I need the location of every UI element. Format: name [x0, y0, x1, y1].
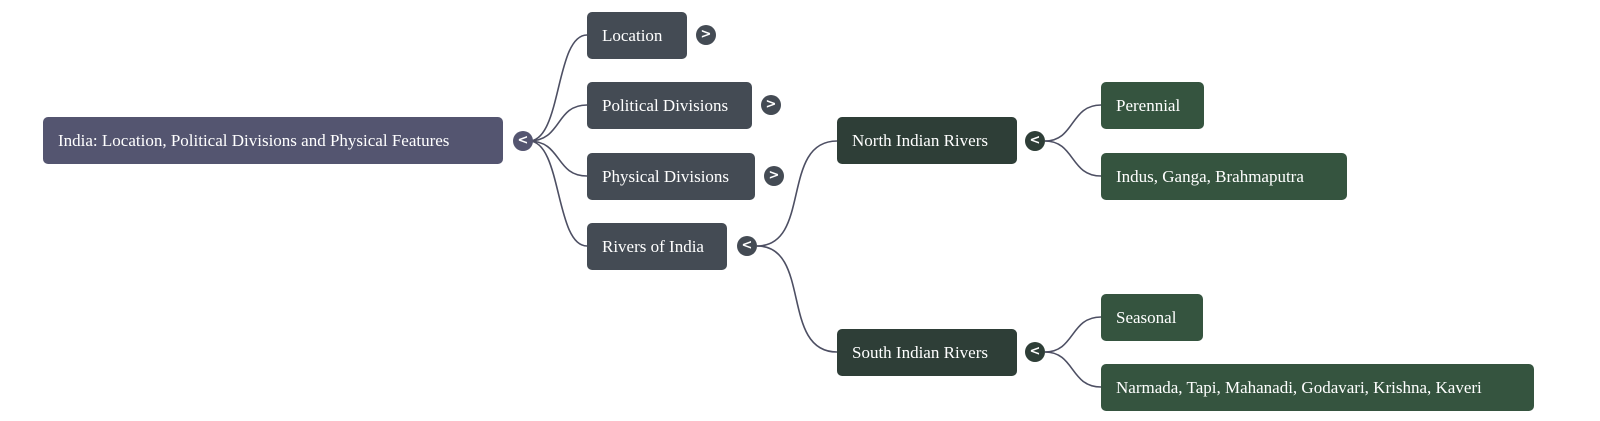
rivers-of-india-collapse-toggle[interactable]: <: [737, 236, 757, 256]
physical-divisions-expand-toggle[interactable]: >: [764, 166, 784, 186]
branch-location[interactable]: Location: [587, 12, 687, 59]
connector-rivers-south: [756, 245, 838, 353]
south-indian-rivers-collapse-toggle[interactable]: <: [1025, 342, 1045, 362]
connector-root-rivers: [528, 140, 588, 247]
branch-rivers-of-india[interactable]: Rivers of India: [587, 223, 727, 270]
location-expand-toggle[interactable]: >: [696, 25, 716, 45]
leaf-indus-ganga-brahmaputra[interactable]: Indus, Ganga, Brahmaputra: [1101, 153, 1347, 200]
leaf-narmada-tapi-mahanadi-godavari-krishna-kaveri[interactable]: Narmada, Tapi, Mahanadi, Godavari, Krish…: [1101, 364, 1534, 411]
connector-north-perennial: [1044, 104, 1102, 142]
subbranch-north-indian-rivers[interactable]: North Indian Rivers: [837, 117, 1017, 164]
subbranch-south-indian-rivers[interactable]: South Indian Rivers: [837, 329, 1017, 376]
connector-rivers-north: [756, 140, 838, 247]
root-collapse-toggle[interactable]: <: [513, 131, 533, 151]
connector-root-political: [528, 104, 588, 142]
connector-root-location: [528, 34, 588, 142]
root-node[interactable]: India: Location, Political Divisions and…: [43, 117, 503, 164]
north-indian-rivers-collapse-toggle[interactable]: <: [1025, 131, 1045, 151]
political-divisions-expand-toggle[interactable]: >: [761, 95, 781, 115]
leaf-perennial[interactable]: Perennial: [1101, 82, 1204, 129]
connector-south-rivers: [1044, 351, 1102, 388]
connector-north-rivers: [1044, 140, 1102, 177]
branch-physical-divisions[interactable]: Physical Divisions: [587, 153, 755, 200]
branch-political-divisions[interactable]: Political Divisions: [587, 82, 752, 129]
leaf-seasonal[interactable]: Seasonal: [1101, 294, 1203, 341]
connector-south-seasonal: [1044, 316, 1102, 353]
connector-root-physical: [528, 140, 588, 177]
